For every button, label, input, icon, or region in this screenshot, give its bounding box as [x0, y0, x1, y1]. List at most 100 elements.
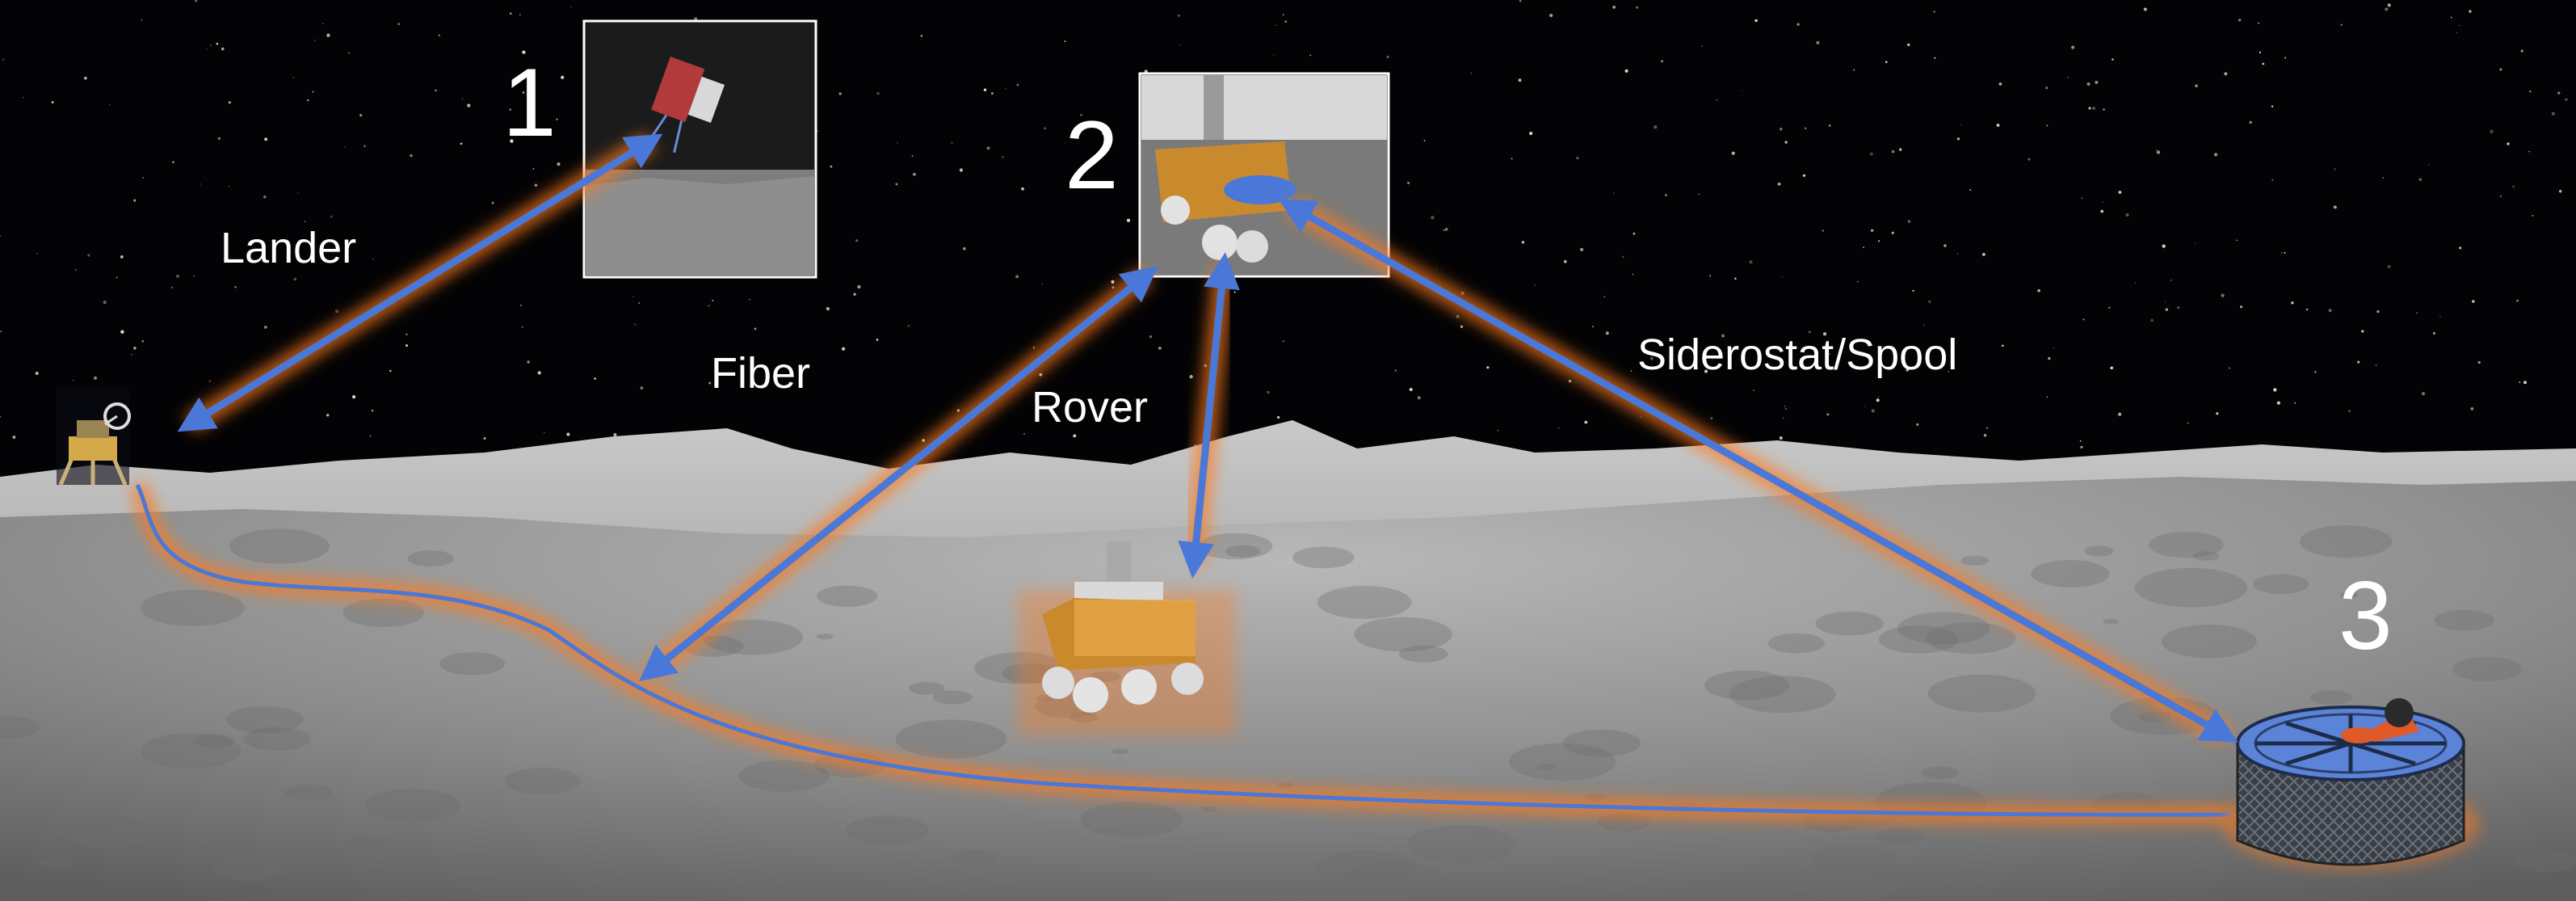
- star: [2102, 201, 2104, 203]
- star: [2002, 344, 2004, 347]
- star: [1486, 366, 1490, 369]
- star: [1436, 268, 1438, 270]
- star: [192, 275, 195, 277]
- star: [326, 33, 330, 37]
- star: [1701, 45, 1704, 48]
- star: [2028, 158, 2031, 161]
- star: [913, 172, 916, 176]
- crater: [1536, 764, 1556, 771]
- crater: [1200, 806, 1218, 812]
- star: [1283, 340, 1284, 343]
- star: [2284, 57, 2287, 59]
- star: [292, 77, 295, 78]
- crater: [342, 598, 425, 627]
- star: [12, 436, 16, 439]
- star: [557, 162, 561, 166]
- star: [2439, 316, 2441, 318]
- crater: [2300, 525, 2393, 558]
- crater: [140, 733, 242, 768]
- crater: [194, 734, 234, 748]
- star: [2357, 360, 2360, 364]
- star: [1956, 137, 1960, 141]
- star: [1605, 331, 1609, 335]
- star: [1876, 398, 1880, 402]
- star: [749, 298, 750, 301]
- star: [1622, 255, 1624, 259]
- star: [1899, 148, 1902, 151]
- star: [1015, 275, 1019, 279]
- star: [1829, 124, 1831, 127]
- star: [2284, 251, 2286, 255]
- star: [2418, 178, 2423, 181]
- crater: [225, 705, 304, 734]
- siderostat-spool-model: [2221, 698, 2480, 869]
- crater: [1704, 670, 1790, 701]
- star: [838, 92, 842, 95]
- star: [2258, 22, 2260, 24]
- star: [297, 192, 299, 194]
- star: [638, 302, 641, 304]
- star: [2416, 312, 2418, 314]
- star: [234, 285, 237, 288]
- star: [1784, 141, 1788, 144]
- crater: [1767, 633, 1826, 654]
- star: [1969, 189, 1972, 191]
- star: [87, 254, 90, 257]
- star: [2375, 364, 2377, 366]
- crater: [0, 716, 40, 739]
- star: [1923, 324, 1925, 326]
- star: [1443, 229, 1446, 232]
- star: [1779, 128, 1783, 131]
- star: [1734, 277, 1737, 280]
- star: [2, 58, 5, 61]
- star: [911, 155, 914, 157]
- star: [35, 371, 39, 376]
- star: [1179, 44, 1181, 46]
- star: [1781, 276, 1784, 278]
- star: [2477, 360, 2481, 364]
- crater: [1314, 849, 1418, 886]
- star: [2224, 72, 2228, 76]
- crater: [816, 585, 878, 607]
- crater: [1810, 844, 1897, 875]
- star: [0, 235, 1, 237]
- crater: [2514, 850, 2576, 873]
- star: [897, 142, 898, 144]
- star: [1189, 375, 1193, 379]
- star: [1928, 300, 1931, 303]
- star: [344, 146, 346, 148]
- star: [363, 145, 366, 148]
- star: [830, 165, 833, 168]
- crater: [1292, 546, 1355, 569]
- star: [2519, 381, 2521, 383]
- star: [2490, 129, 2494, 133]
- star: [907, 325, 910, 327]
- star: [537, 371, 541, 375]
- star: [2387, 264, 2391, 268]
- crater: [2166, 847, 2191, 856]
- star: [351, 394, 356, 399]
- star: [347, 52, 351, 54]
- star: [483, 437, 486, 440]
- star: [1584, 420, 1588, 424]
- star: [1912, 289, 1914, 293]
- star: [2095, 80, 2099, 84]
- crater: [439, 652, 506, 676]
- crater: [1406, 824, 1516, 864]
- rover-label: Rover: [1032, 383, 1148, 432]
- star: [853, 293, 856, 296]
- star: [1149, 335, 1153, 339]
- star: [72, 380, 74, 381]
- star: [951, 141, 953, 144]
- star: [521, 326, 523, 328]
- star: [1956, 253, 1959, 255]
- arrow-lander-to-inset1: [177, 132, 663, 434]
- star: [556, 118, 558, 120]
- star: [1612, 5, 1616, 9]
- star: [263, 195, 267, 199]
- crater: [1342, 861, 1444, 898]
- star: [2240, 305, 2242, 309]
- crater: [1927, 674, 2036, 713]
- star: [2177, 306, 2180, 309]
- star: [194, 0, 198, 2]
